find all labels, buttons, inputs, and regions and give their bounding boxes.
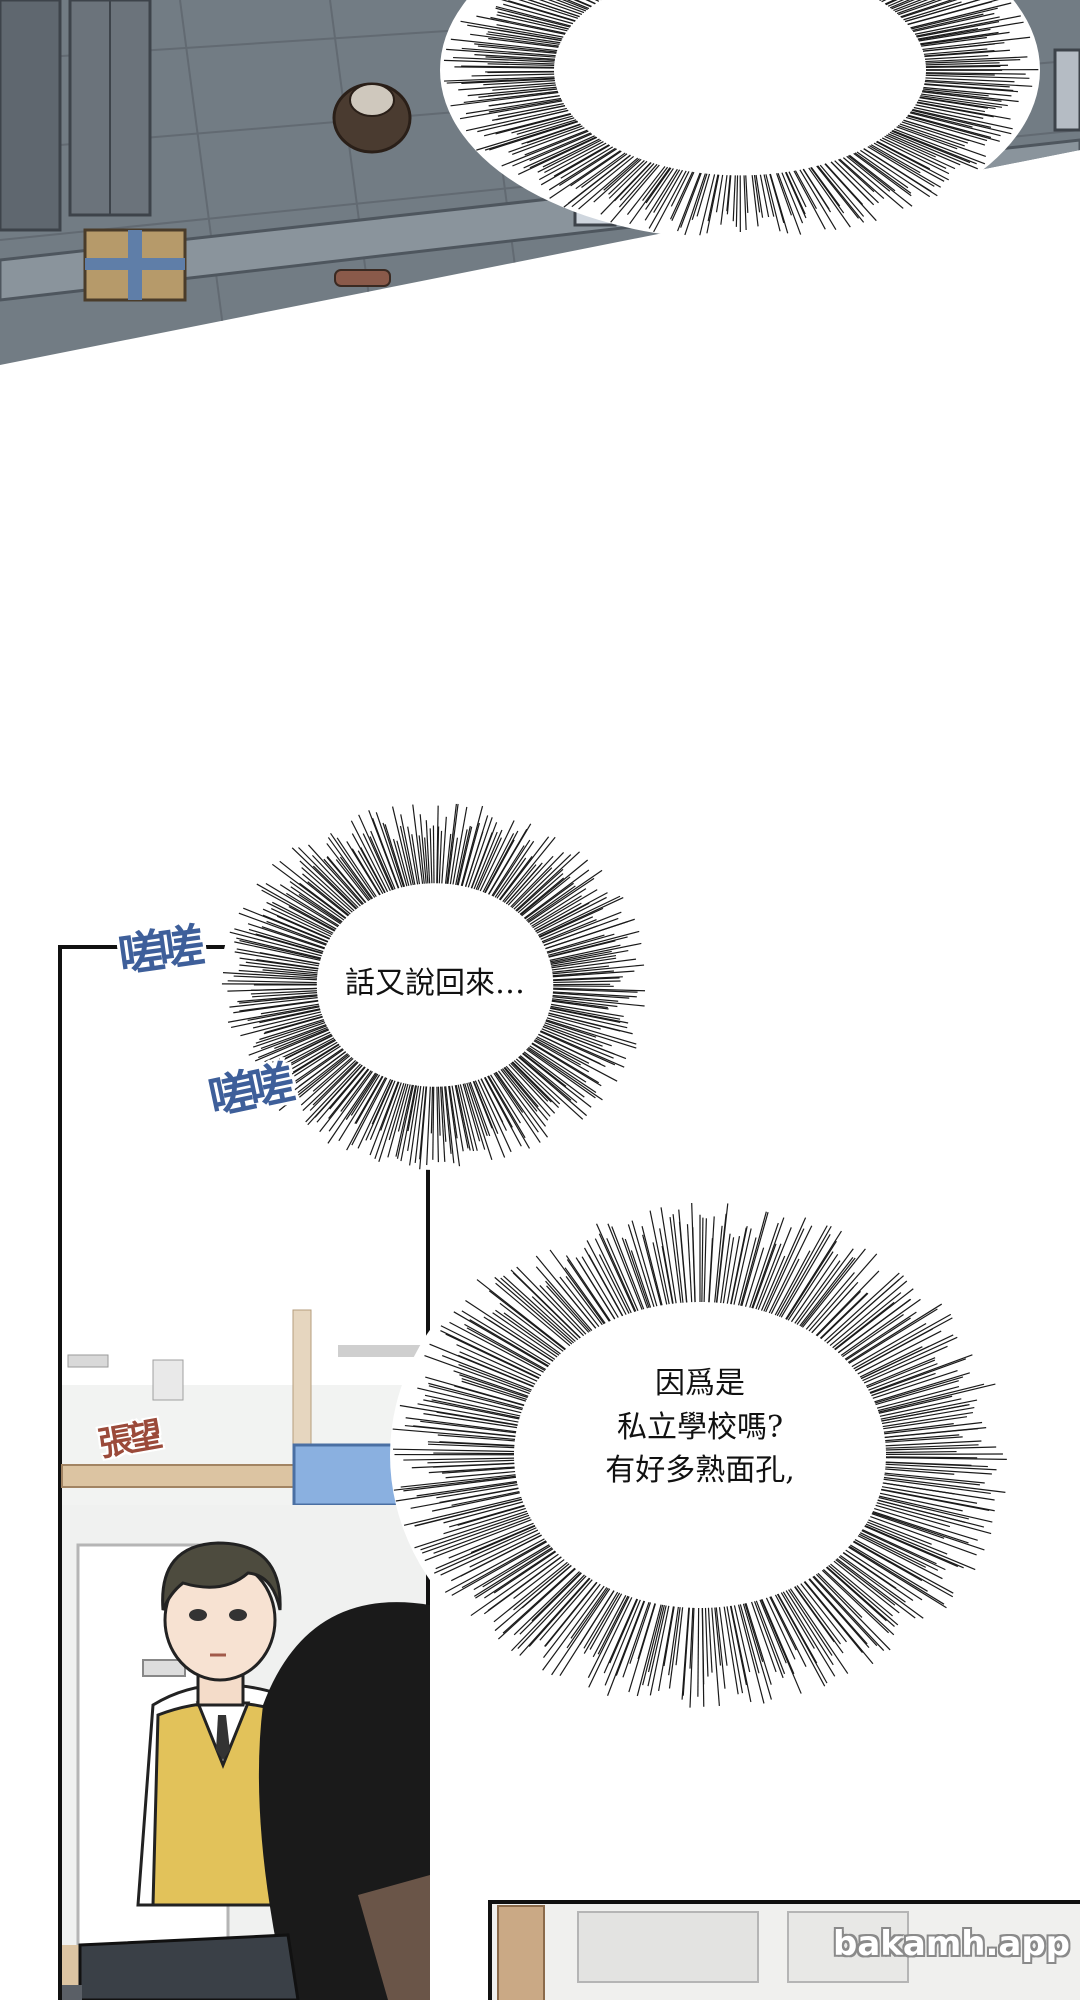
sfx-peek: 張望: [95, 1415, 162, 1465]
bubble-line-1: 因爲是: [655, 1366, 745, 1401]
classroom-panel: [488, 1900, 1080, 2000]
bubble-line-3: 有好多熟面孔,: [605, 1453, 795, 1488]
speech-burst-first: [220, 800, 650, 1170]
watermark-text: bakamh.app: [832, 1924, 1070, 1964]
speech-bubble-first-text: 話又說回來…: [345, 966, 525, 1001]
bubble-line-2: 私立學校嗎?: [616, 1409, 784, 1445]
speech-burst-second: [390, 1200, 1010, 1710]
top-white-burst: [440, 0, 1040, 240]
sfx-chatter-1: 嗟嗟: [115, 918, 202, 984]
speech-bubble-second-text: 因爲是 私立學校嗎? 有好多熟面孔,: [510, 1362, 890, 1493]
